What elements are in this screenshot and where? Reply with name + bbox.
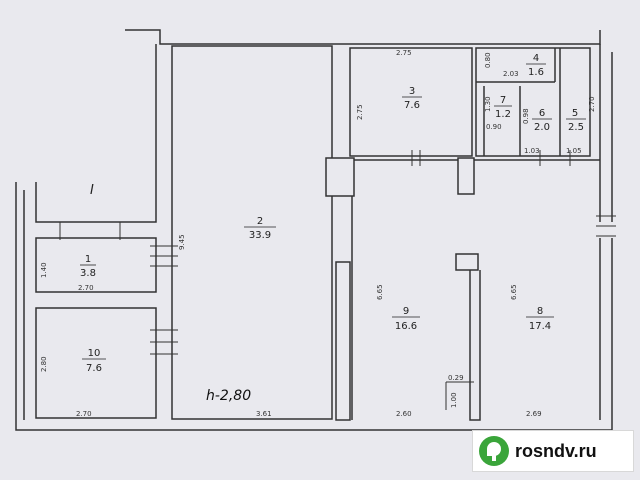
dim-left-275: 2.75: [356, 104, 364, 120]
dim-280: 2.80: [40, 356, 48, 372]
room-8-number: 8: [537, 306, 543, 317]
dim-105: 1.05: [566, 147, 582, 155]
outer-wall-left: [15, 182, 612, 431]
dim-029: 0.29: [448, 374, 464, 382]
room-2-number: 2: [257, 216, 263, 227]
dim-270-right: 2.70: [588, 96, 596, 112]
brand-name: rosndv.ru: [515, 440, 597, 461]
entry-corridor: [35, 44, 157, 223]
section-mark: I: [90, 183, 94, 198]
room-2-walls: [171, 45, 333, 420]
room-10-area: 7.6: [86, 363, 102, 374]
room-7-area: 1.2: [495, 109, 511, 120]
room-10-number: 10: [88, 348, 101, 359]
room-4-number: 4: [533, 53, 539, 64]
dim-top-275: 2.75: [396, 49, 412, 57]
dim-100: 1.00: [450, 392, 458, 408]
openings: [59, 150, 616, 410]
dim-130: 1.30: [484, 96, 492, 112]
room-5-area: 2.5: [568, 122, 584, 133]
dim-665-8: 6.65: [510, 284, 518, 300]
room-10-walls: [35, 307, 157, 419]
ceiling-height-label: h-2,80: [206, 388, 251, 404]
room-1-area: 3.8: [80, 268, 96, 279]
dim-103: 1.03: [524, 147, 540, 155]
room-9-8-divider: [469, 270, 481, 421]
room-3-number: 3: [409, 86, 415, 97]
dim-top-203: 2.03: [503, 70, 519, 78]
dim-270-room10: 2.70: [76, 410, 92, 418]
dimension-labels: 2.75 2.75 2.03 0.80 1.30 0.98 0.90 2.70 …: [40, 49, 596, 418]
dim-080: 0.80: [484, 52, 492, 68]
room-6-number: 6: [539, 108, 545, 119]
outer-wall-right: [599, 44, 613, 430]
dim-098: 0.98: [522, 108, 530, 124]
room-labels: 1 3.8 2 33.9 3 7.6 4 1.6 5 2.5 6 2.0 7 1…: [80, 53, 586, 374]
room-9-area: 16.6: [395, 321, 417, 332]
partition-pier: [335, 261, 351, 421]
walls: [15, 29, 613, 431]
dim-260: 2.60: [396, 410, 412, 418]
dim-140: 1.40: [40, 262, 48, 278]
room-5-number: 5: [572, 108, 578, 119]
dim-270-room1: 2.70: [78, 284, 94, 292]
room-3-area: 7.6: [404, 100, 420, 111]
room-2-area: 33.9: [249, 230, 271, 241]
room-8-area: 17.4: [529, 321, 551, 332]
room-1-number: 1: [85, 254, 91, 265]
column-c: [455, 253, 479, 271]
house-pin-icon: [479, 436, 509, 466]
room-7-number: 7: [500, 95, 506, 106]
room-1-walls: [35, 237, 157, 293]
rooms-4-7-walls: [475, 47, 591, 157]
watermark-badge: rosndv.ru: [472, 430, 634, 472]
dim-665-9: 6.65: [376, 284, 384, 300]
room-6-area: 2.0: [534, 122, 550, 133]
dim-269: 2.69: [526, 410, 542, 418]
room-4-area: 1.6: [528, 67, 544, 78]
dim-361: 3.61: [256, 410, 272, 418]
column-b: [457, 157, 475, 195]
column-a: [325, 157, 355, 197]
room-9-number: 9: [403, 306, 409, 317]
room-3-walls: [349, 47, 473, 157]
dim-945: 9.45: [178, 234, 186, 250]
outer-wall-top: [125, 29, 601, 45]
dim-090: 0.90: [486, 123, 502, 131]
